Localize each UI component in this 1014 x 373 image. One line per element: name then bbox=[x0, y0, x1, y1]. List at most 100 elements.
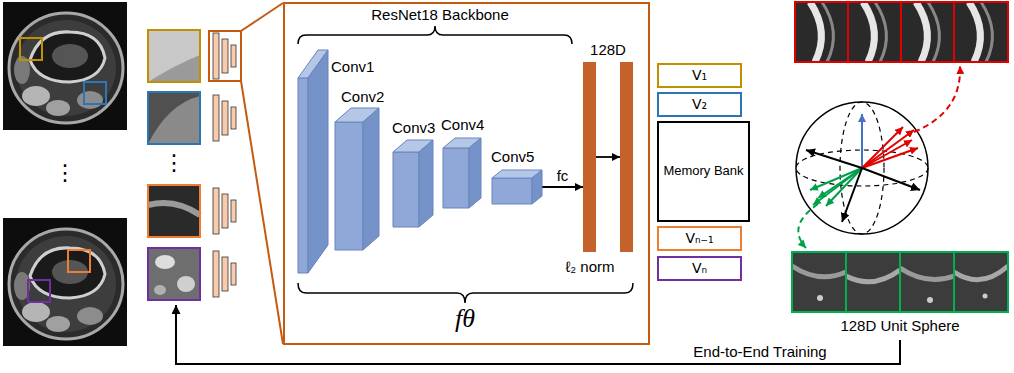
memory-bank: Memory Bank bbox=[657, 121, 750, 222]
embedding-strip bbox=[863, 2, 874, 62]
network-icon bbox=[222, 257, 228, 291]
sphere-caption: 128D Unit Sphere bbox=[840, 317, 959, 334]
entry-label: Memory Bank bbox=[663, 164, 743, 179]
brace bbox=[298, 26, 633, 303]
network-icon bbox=[213, 95, 219, 141]
embedding-strip bbox=[846, 270, 900, 282]
unit-sphere bbox=[862, 130, 914, 168]
mri-slice bbox=[84, 82, 106, 104]
embedding-strip bbox=[900, 268, 954, 280]
embedding-strip bbox=[899, 252, 901, 312]
image-patch bbox=[148, 92, 200, 144]
network-icon bbox=[222, 194, 228, 228]
prism-face bbox=[469, 138, 481, 208]
embedding-strip bbox=[875, 2, 886, 62]
embedding-strip bbox=[981, 2, 992, 62]
connector-arrow bbox=[596, 156, 620, 158]
network-icon bbox=[231, 107, 236, 129]
network-icon bbox=[231, 200, 236, 222]
unit-sphere bbox=[798, 204, 818, 248]
embedding-strip bbox=[969, 2, 980, 62]
image-patch bbox=[148, 30, 200, 82]
network-icon bbox=[213, 188, 219, 234]
image-patch bbox=[148, 248, 200, 300]
embedding-strip bbox=[927, 297, 933, 303]
image-patch bbox=[148, 185, 200, 237]
layer-label: Conv3 bbox=[392, 119, 435, 136]
brace bbox=[298, 283, 633, 303]
mri-slice bbox=[68, 250, 90, 272]
conv-block: Conv1 bbox=[298, 50, 328, 273]
embedding-strip bbox=[792, 266, 846, 277]
backbone-title: ResNet18 Backbone bbox=[371, 6, 509, 23]
memory-entry: V₂ bbox=[657, 92, 742, 117]
unit-sphere bbox=[840, 102, 884, 234]
layer-label: Conv5 bbox=[491, 148, 534, 165]
image-patch bbox=[148, 30, 200, 82]
memory-entry: Vₙ bbox=[657, 256, 742, 281]
backbone-frame: ResNet18 BackbonefθConv1Conv2Conv3Conv4C… bbox=[283, 2, 650, 345]
zoom-frame bbox=[209, 31, 241, 81]
embedding-strip bbox=[954, 266, 1008, 280]
unit-sphere bbox=[842, 168, 862, 222]
embedding-strip bbox=[953, 252, 955, 312]
embedding-strip bbox=[928, 2, 939, 62]
conv-block: Conv5 bbox=[492, 170, 542, 204]
unit-sphere bbox=[914, 66, 960, 132]
network-icon bbox=[231, 45, 236, 67]
image-patch bbox=[148, 248, 200, 300]
embedding-strip bbox=[845, 252, 847, 312]
embedding-strip bbox=[792, 252, 1008, 312]
conv-prism bbox=[393, 140, 433, 227]
image-patch bbox=[177, 276, 195, 292]
ellipsis: ⋮ bbox=[54, 160, 76, 185]
mri-slice bbox=[3, 2, 127, 346]
mri-slice bbox=[3, 2, 127, 130]
norm-label: ℓ₂ norm bbox=[566, 258, 615, 275]
embedding-strip bbox=[983, 294, 988, 299]
prism-face bbox=[308, 50, 328, 273]
layer-label: Conv1 bbox=[331, 58, 374, 75]
prism-face bbox=[532, 170, 542, 204]
embedding-strip bbox=[792, 252, 1008, 312]
image-patch bbox=[148, 30, 200, 300]
prism-face bbox=[419, 140, 433, 227]
prism-face bbox=[393, 152, 419, 227]
edge-label: fc bbox=[555, 167, 571, 184]
unit-sphere bbox=[862, 127, 903, 168]
entry-label: Vₙ₋₁ bbox=[685, 230, 713, 246]
image-patch bbox=[155, 255, 175, 269]
unit-sphere bbox=[862, 168, 920, 190]
network-icon bbox=[222, 39, 228, 73]
mri-slice bbox=[20, 38, 42, 60]
embedding-strip bbox=[916, 2, 927, 62]
mri-slice bbox=[3, 218, 127, 346]
conv-prism bbox=[335, 108, 379, 250]
zoom-frame bbox=[241, 3, 283, 31]
conv-block: Conv2 bbox=[335, 108, 379, 250]
mri-slice bbox=[28, 280, 50, 302]
network-icon bbox=[213, 33, 236, 297]
network-icon bbox=[213, 33, 219, 79]
network-icon bbox=[213, 251, 219, 297]
embedding-strip bbox=[900, 2, 902, 62]
embedding-strip bbox=[792, 2, 1008, 312]
embedding-strip bbox=[847, 2, 849, 62]
embedding-strip bbox=[795, 2, 1008, 62]
embedding-strip bbox=[822, 2, 833, 62]
unit-sphere bbox=[862, 148, 918, 168]
layer-label: Conv2 bbox=[341, 88, 384, 105]
conv-prism bbox=[492, 170, 542, 204]
entry-label: Vₙ bbox=[692, 260, 707, 276]
ellipsis: ⋮ bbox=[163, 150, 185, 175]
function-symbol: fθ bbox=[455, 304, 475, 334]
prism-face bbox=[363, 108, 379, 250]
dimension-label: 128D bbox=[590, 41, 626, 58]
embedding-strip bbox=[795, 2, 1008, 62]
conv-block: Conv3 bbox=[393, 140, 433, 227]
conv-prism bbox=[298, 50, 328, 273]
embedding-strip bbox=[810, 2, 821, 62]
entry-label: V₂ bbox=[692, 96, 707, 112]
image-patch bbox=[148, 185, 200, 237]
